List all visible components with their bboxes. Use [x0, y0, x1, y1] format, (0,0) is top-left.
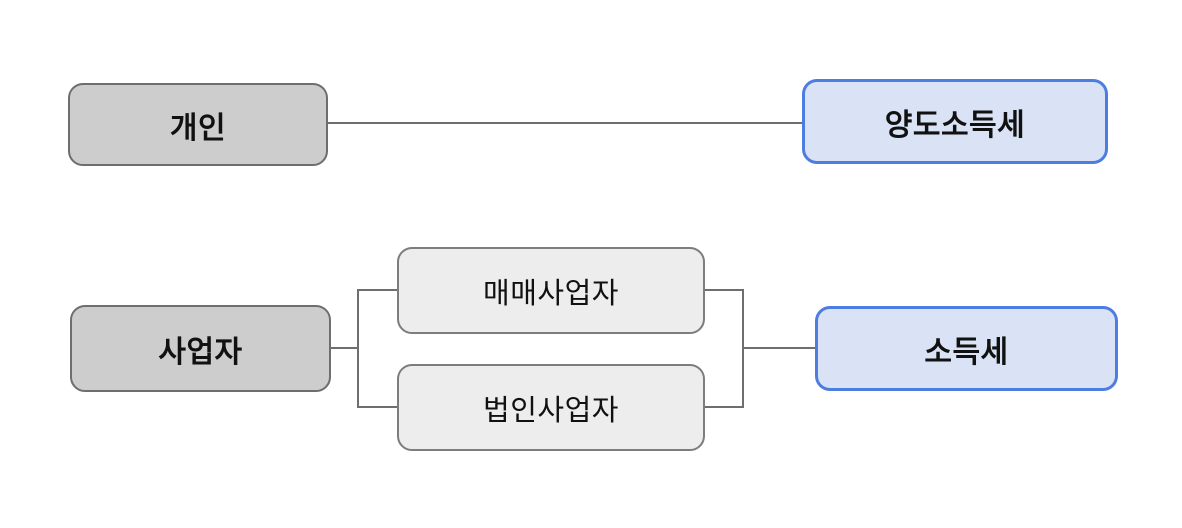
node-business: 사업자: [70, 305, 331, 392]
connector-to-corporate-business: [357, 406, 398, 408]
node-corporate-business: 법인사업자: [397, 364, 705, 451]
node-capital-gains-tax-label: 양도소득세: [884, 108, 1026, 142]
node-income-tax-label: 소득세: [924, 335, 1009, 369]
node-individual-label: 개인: [169, 111, 227, 145]
connector-left-branch-vertical: [357, 289, 359, 408]
node-individual: 개인: [68, 83, 328, 166]
node-corporate-business-label: 법인사업자: [483, 394, 619, 427]
node-capital-gains-tax: 양도소득세: [802, 79, 1108, 164]
connector-individual-to-capital-gains-tax: [328, 122, 804, 124]
connector-from-trading-business: [705, 289, 744, 291]
connector-business-stub: [331, 347, 358, 349]
node-trading-business-label: 매매사업자: [483, 277, 619, 310]
connector-from-corporate-business: [705, 406, 744, 408]
connector-to-income-tax: [742, 347, 815, 349]
node-income-tax: 소득세: [815, 306, 1118, 391]
node-trading-business: 매매사업자: [397, 247, 705, 334]
connector-to-trading-business: [357, 289, 398, 291]
node-business-label: 사업자: [158, 335, 243, 369]
